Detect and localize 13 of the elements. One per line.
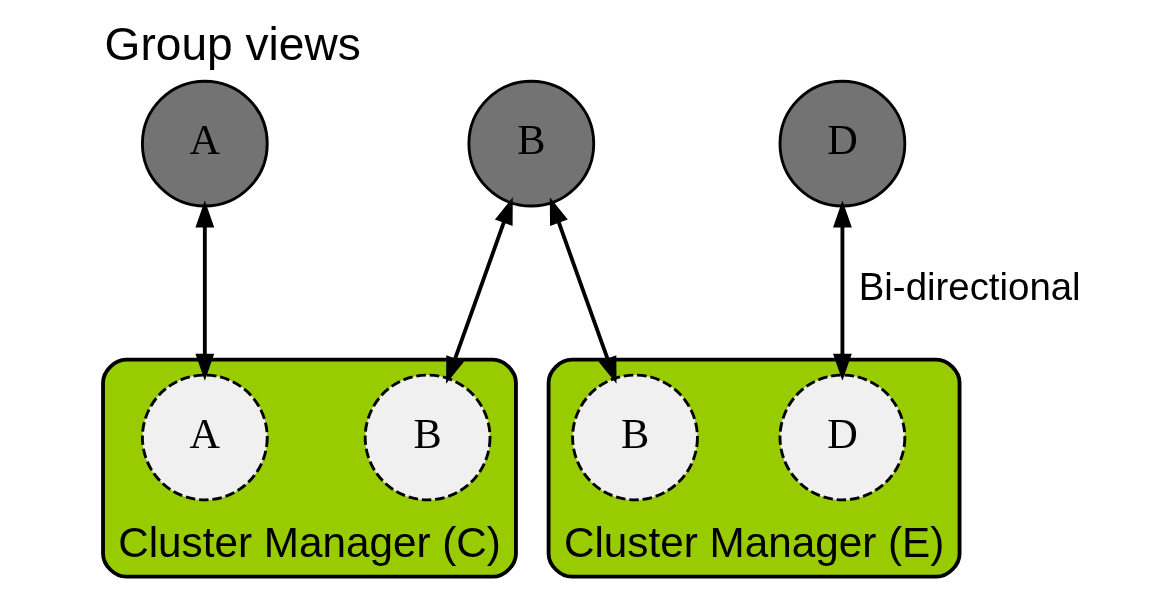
- arrow: [549, 197, 617, 384]
- arrow: [195, 200, 215, 381]
- node-circle: D: [778, 373, 907, 502]
- arrow: [446, 197, 513, 384]
- arrow: [833, 200, 852, 381]
- node-circle: B: [363, 373, 492, 502]
- node-circle: D: [778, 79, 907, 208]
- diagram-title: Group views: [104, 18, 361, 71]
- edge-label: Bi-directional: [858, 265, 1081, 309]
- node-circle: B: [571, 373, 699, 502]
- node-circle: B: [467, 79, 596, 208]
- node-circle: A: [140, 373, 269, 502]
- node-circle: A: [140, 79, 269, 208]
